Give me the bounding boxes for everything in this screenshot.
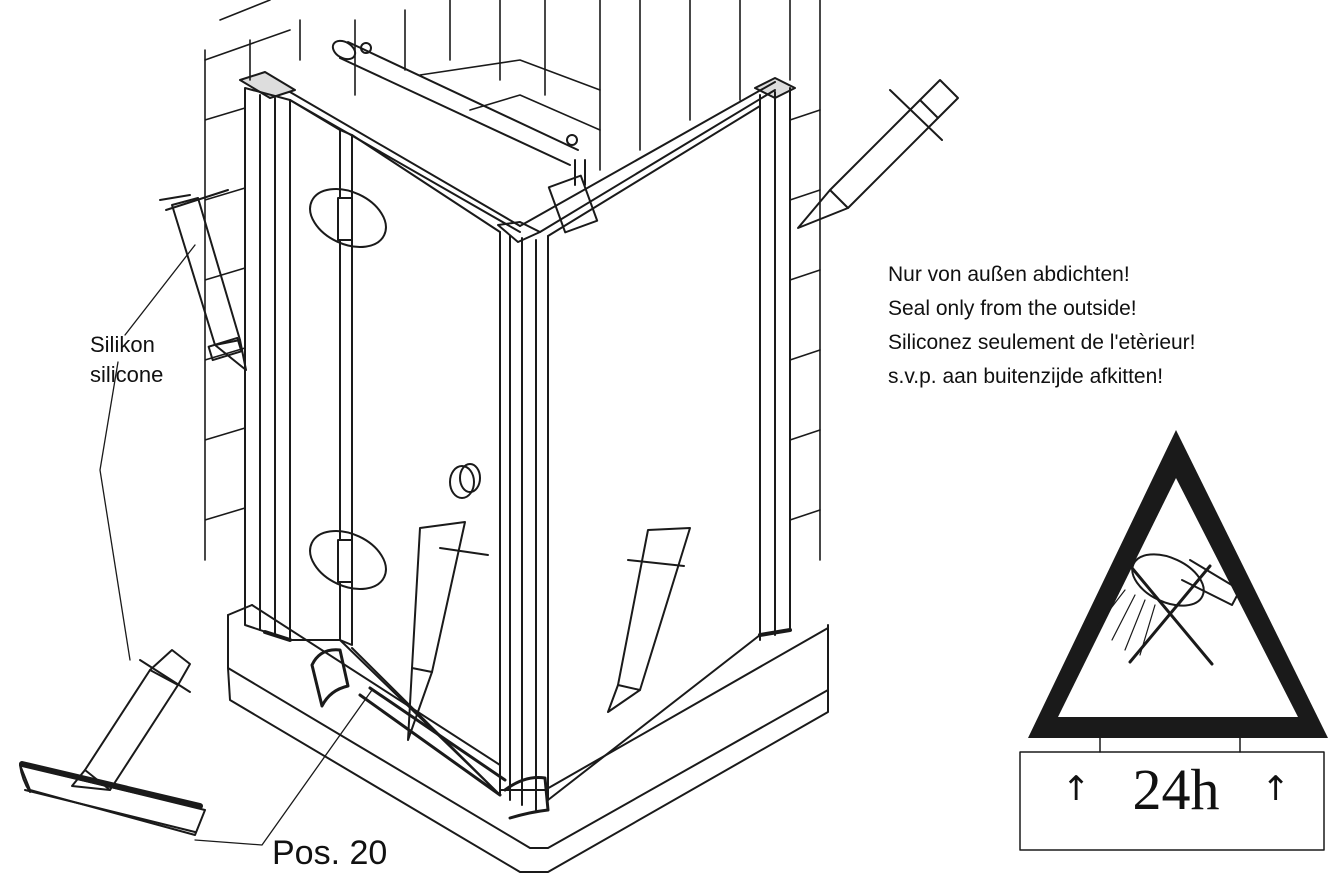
arrow-up-right-icon: ↑ [1261, 769, 1291, 809]
part-reference-label: Pos. 20 [272, 834, 388, 872]
seal-instructions: Nur von außen abdichten! Seal only from … [888, 258, 1196, 394]
silicone-gun-left-wall [159, 189, 247, 371]
silicone-gun-detail [71, 649, 191, 791]
instruction-nl: s.v.p. aan buitenzijde afkitten! [888, 365, 1164, 388]
silicone-label-de: Silikon [90, 332, 155, 357]
left-fixed-panel [239, 71, 296, 642]
instruction-en: Seal only from the outside! [888, 297, 1137, 320]
curing-duration: 24h [1132, 756, 1220, 822]
top-rails [289, 81, 776, 233]
arrow-up-left-icon: ↑ [1062, 769, 1091, 809]
folding-door [289, 99, 501, 796]
door-knob [449, 463, 481, 499]
corner-profile [497, 221, 549, 811]
bottom-seal-strip [310, 648, 550, 820]
no-shower-icon [1097, 553, 1241, 666]
door-hinge-top [309, 187, 387, 249]
silicone-gun-panel [607, 527, 691, 713]
curing-time-plate: ↑ 24h ↑ [1028, 740, 1324, 838]
right-fixed-panel [547, 77, 796, 801]
warning-triangle [1019, 430, 1328, 851]
seal-profile-detail [19, 761, 206, 836]
instruction-fr: Siliconez seulement de l'etèrieur! [888, 331, 1196, 354]
back-wall-tiles [354, 0, 821, 561]
stabilizer-bar [331, 39, 599, 234]
silicone-gun-right-wall [797, 79, 959, 229]
leader-lines [99, 244, 373, 846]
door-hinge-bottom [309, 529, 387, 591]
instruction-de: Nur von außen abdichten! [888, 263, 1130, 286]
shower-tray [227, 604, 829, 873]
silicone-label-en: silicone [90, 362, 164, 387]
silicone-gun-door [407, 521, 489, 741]
silicone-label: Silikon silicone [90, 330, 163, 390]
